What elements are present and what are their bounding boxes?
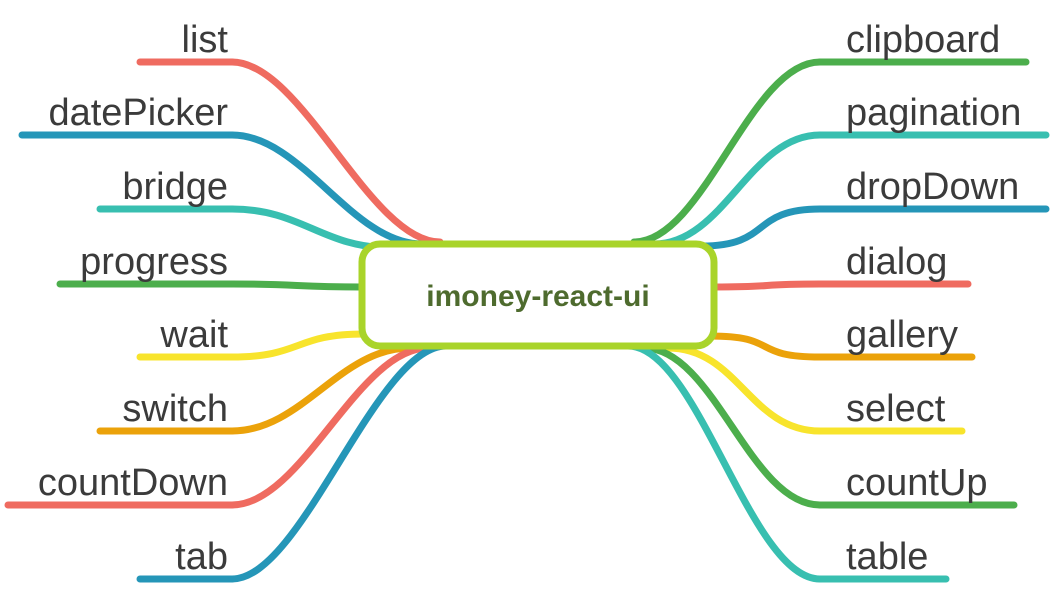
branch-switch bbox=[228, 344, 414, 435]
node-dropDown[interactable]: dropDown bbox=[698, 166, 1050, 250]
node-pagination[interactable]: pagination bbox=[650, 92, 1050, 248]
node-switch[interactable]: switch bbox=[96, 344, 414, 435]
node-clipboard-label: clipboard bbox=[846, 19, 1000, 61]
node-select-label: select bbox=[846, 388, 946, 430]
branch-tab bbox=[228, 342, 450, 583]
node-select[interactable]: select bbox=[664, 344, 966, 435]
node-wait-label: wait bbox=[159, 314, 228, 356]
node-countUp[interactable]: countUp bbox=[640, 344, 1018, 509]
branch-list bbox=[228, 58, 444, 246]
node-dropDown-label: dropDown bbox=[846, 166, 1019, 208]
node-clipboard[interactable]: clipboard bbox=[630, 19, 1030, 246]
branch-wait bbox=[228, 330, 368, 361]
node-countUp-label: countUp bbox=[846, 462, 988, 504]
node-switch-label: switch bbox=[122, 388, 228, 430]
node-countDown-label: countDown bbox=[38, 462, 228, 504]
branch-dropDown bbox=[698, 205, 824, 250]
node-datePicker-label: datePicker bbox=[48, 92, 228, 134]
branch-countDown bbox=[228, 344, 432, 509]
node-wait[interactable]: wait bbox=[136, 314, 368, 361]
branch-clipboard bbox=[630, 58, 824, 246]
branch-datePicker bbox=[228, 131, 426, 248]
node-list[interactable]: list bbox=[136, 19, 444, 246]
node-table-label: table bbox=[846, 536, 928, 578]
root-node-box bbox=[358, 240, 718, 350]
node-table[interactable]: table bbox=[624, 342, 950, 583]
branch-select bbox=[664, 344, 824, 435]
node-dialog[interactable]: dialog bbox=[710, 241, 972, 291]
node-pagination-label: pagination bbox=[846, 92, 1021, 134]
node-gallery-label: gallery bbox=[846, 314, 958, 356]
root-node[interactable]: imoney-react-ui bbox=[358, 240, 718, 350]
node-progress-label: progress bbox=[80, 241, 228, 283]
branches: list datePicker bridge progress wait switch co… bbox=[4, 19, 1050, 583]
node-countDown[interactable]: countDown bbox=[4, 344, 432, 509]
node-bridge-label: bridge bbox=[122, 166, 228, 208]
root-node-label: imoney-react-ui bbox=[426, 280, 649, 313]
branch-table bbox=[624, 342, 824, 583]
node-datePicker[interactable]: datePicker bbox=[18, 92, 426, 248]
branch-gallery bbox=[706, 332, 824, 361]
branch-countUp bbox=[640, 344, 824, 509]
node-progress[interactable]: progress bbox=[56, 241, 366, 291]
branch-pagination bbox=[650, 131, 824, 248]
node-gallery[interactable]: gallery bbox=[706, 314, 976, 361]
branch-progress bbox=[228, 280, 366, 291]
node-dialog-label: dialog bbox=[846, 241, 947, 283]
node-list-label: list bbox=[182, 19, 229, 61]
branch-dialog bbox=[710, 280, 824, 291]
node-tab[interactable]: tab bbox=[136, 342, 450, 583]
node-tab-label: tab bbox=[175, 536, 228, 578]
branch-bridge bbox=[228, 205, 396, 252]
